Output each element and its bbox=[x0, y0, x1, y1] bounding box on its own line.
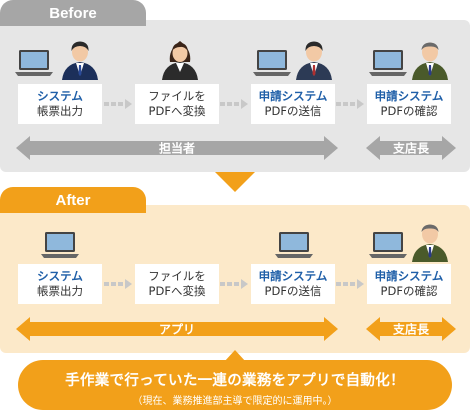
after-step-pdf-check: 申請システム PDFの確認 bbox=[367, 264, 451, 304]
manager-icon bbox=[412, 224, 448, 262]
laptop-icon bbox=[253, 50, 291, 76]
arrow-label: 支店長 bbox=[392, 322, 430, 337]
after-step-pdf-send: 申請システム PDFの送信 bbox=[251, 264, 335, 304]
before-step-pdf-convert: ファイルを PDFへ変換 bbox=[135, 84, 219, 124]
before-staff-arrow: 担当者 bbox=[16, 136, 338, 160]
laptop-icon bbox=[369, 232, 407, 258]
after-step-pdf-convert: ファイルを PDFへ変換 bbox=[135, 264, 219, 304]
dashed-arrow-icon bbox=[336, 279, 364, 289]
office-worker-icon bbox=[62, 41, 98, 80]
woman-worker-icon bbox=[162, 41, 198, 80]
before-step-report-output: システム 帳票出力 bbox=[18, 84, 102, 124]
before-step-pdf-send: 申請システム PDFの送信 bbox=[251, 84, 335, 124]
manager-icon bbox=[412, 42, 448, 80]
step-detail: 帳票出力 bbox=[37, 284, 83, 298]
after-step-report-output: システム 帳票出力 bbox=[18, 264, 102, 304]
banner-pointer bbox=[224, 350, 246, 362]
summary-banner: 手作業で行っていた一連の業務をアプリで自動化！ （現在、業務推進部主導で限定的に… bbox=[18, 360, 452, 410]
step-title: システム bbox=[37, 269, 83, 283]
step-title: ファイルを bbox=[148, 269, 206, 283]
before-manager-arrow: 支店長 bbox=[366, 136, 456, 160]
step-detail: PDFの確認 bbox=[380, 104, 438, 118]
step-detail: PDFの送信 bbox=[264, 104, 322, 118]
step-detail: 帳票出力 bbox=[37, 104, 83, 118]
step-title: 申請システム bbox=[374, 269, 444, 283]
down-arrow-icon bbox=[215, 172, 255, 192]
banner-note: （現在、業務推進部主導で限定的に運用中。） bbox=[132, 396, 338, 407]
step-title: 申請システム bbox=[258, 269, 328, 283]
step-title: システム bbox=[37, 89, 83, 103]
step-detail: PDFの確認 bbox=[380, 284, 438, 298]
laptop-icon bbox=[275, 232, 313, 258]
before-tab: Before bbox=[0, 0, 146, 26]
arrow-label: 支店長 bbox=[392, 141, 430, 156]
dashed-arrow-icon bbox=[104, 99, 132, 109]
laptop-icon bbox=[41, 232, 79, 258]
arrow-label: アプリ bbox=[159, 322, 195, 337]
dashed-arrow-icon bbox=[104, 279, 132, 289]
laptop-icon bbox=[369, 50, 407, 76]
step-detail: PDFへ変換 bbox=[148, 284, 206, 298]
before-step-pdf-check: 申請システム PDFの確認 bbox=[367, 84, 451, 124]
arrow-label: 担当者 bbox=[159, 141, 195, 156]
step-title: ファイルを bbox=[148, 89, 206, 103]
office-worker-icon bbox=[296, 41, 332, 80]
dashed-arrow-icon bbox=[220, 99, 248, 109]
after-app-arrow: アプリ bbox=[16, 317, 338, 341]
laptop-icon bbox=[15, 50, 53, 76]
after-manager-arrow: 支店長 bbox=[366, 317, 456, 341]
step-title: 申請システム bbox=[374, 89, 444, 103]
step-detail: PDFへ変換 bbox=[148, 104, 206, 118]
banner-headline: 手作業で行っていた一連の業務をアプリで自動化！ bbox=[65, 373, 405, 389]
step-detail: PDFの送信 bbox=[264, 284, 322, 298]
step-title: 申請システム bbox=[258, 89, 328, 103]
after-tab: After bbox=[0, 187, 146, 213]
dashed-arrow-icon bbox=[220, 279, 248, 289]
dashed-arrow-icon bbox=[336, 99, 364, 109]
